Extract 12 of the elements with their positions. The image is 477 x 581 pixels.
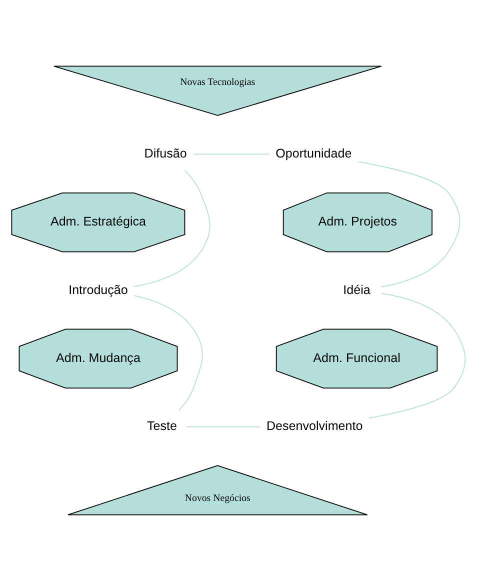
node-text: Desenvolvimento: [266, 419, 363, 434]
connector: [193, 154, 270, 155]
connector: [186, 426, 261, 428]
node-text: Idéia: [343, 282, 370, 297]
node-text: Teste: [146, 419, 177, 434]
connector: [358, 161, 460, 288]
node-text: Introdução: [68, 282, 128, 297]
node-text: Difusão: [144, 146, 187, 161]
node-text: Oportunidade: [276, 146, 352, 161]
connector: [368, 292, 466, 418]
connector: [134, 295, 203, 412]
connector: [134, 170, 210, 288]
